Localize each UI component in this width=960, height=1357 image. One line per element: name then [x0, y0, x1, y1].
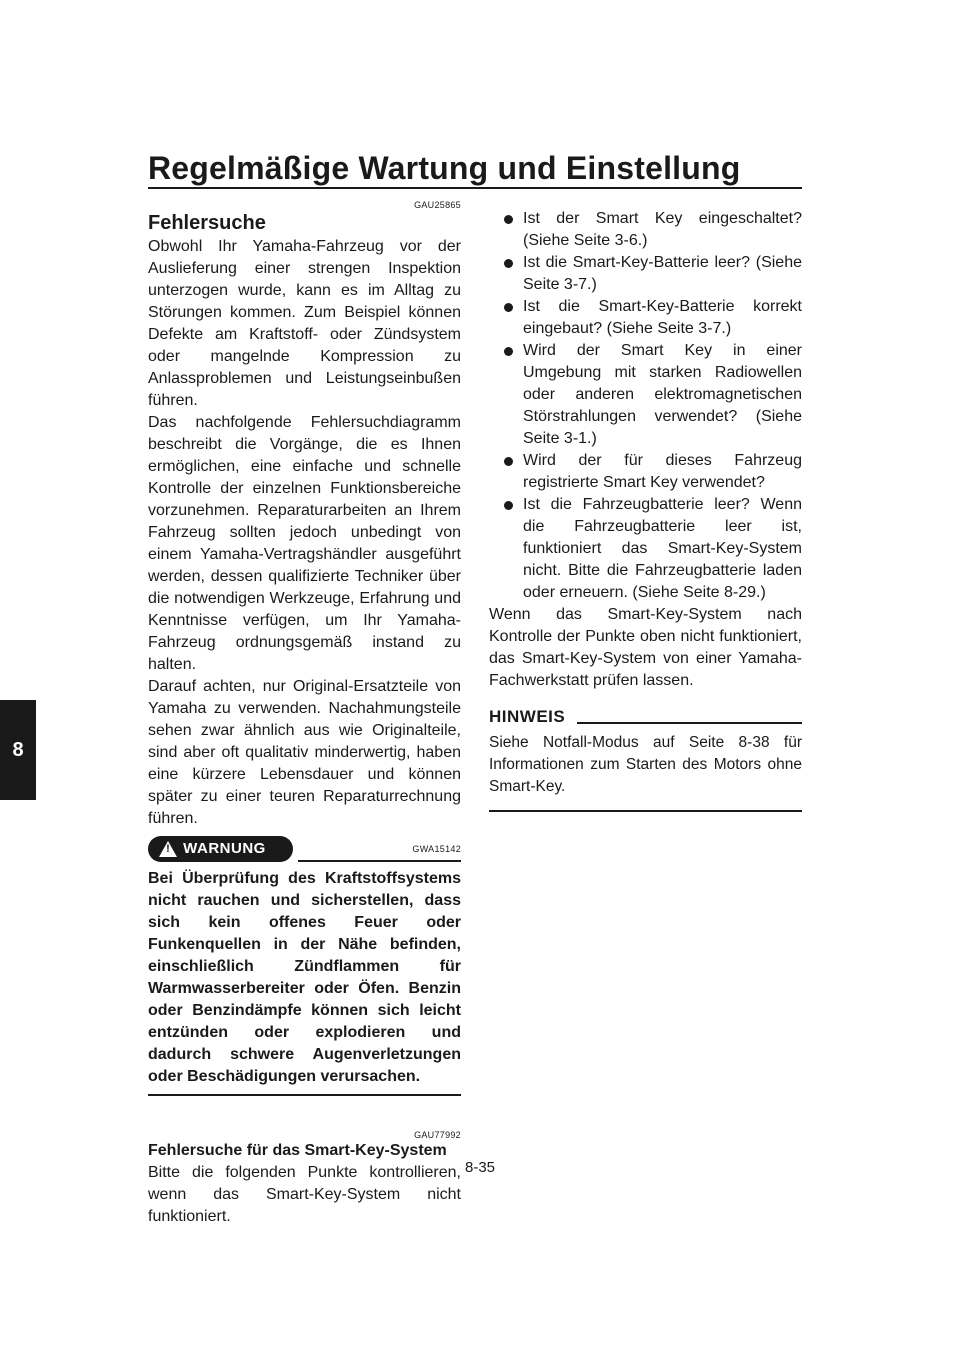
subsection-text: Bitte die folgenden Punkte kontrollieren…	[148, 1164, 461, 1225]
warning-code: GWA15142	[412, 844, 461, 854]
section-title: Fehlersuche	[148, 212, 266, 234]
checklist: Ist der Smart Key eingeschaltet? (Siehe …	[489, 208, 802, 604]
warning-text: Bei Überprüfung des Kraftstoffsystems ni…	[148, 870, 461, 1085]
bullet-icon	[504, 457, 513, 466]
subsection-title: Fehlersuche für das Smart-Key-System	[148, 1142, 447, 1159]
warning-triangle-icon: !	[159, 841, 178, 857]
note-title: HINWEIS	[489, 707, 566, 726]
list-item: Ist der Smart Key eingeschaltet? (Siehe …	[489, 208, 802, 252]
list-item: Ist die Fahrzeugbatterie leer? Wenn die …	[489, 494, 802, 604]
troubleshooting-paragraph: Das nachfolgende Fehlersuchdiagramm besc…	[148, 414, 461, 673]
warning-rule	[298, 860, 461, 862]
list-item: Ist die Smart-Key-Batterie leer? (Siehe …	[489, 252, 802, 296]
intro-paragraph: Obwohl Ihr Yamaha-Fahrzeug vor der Ausli…	[148, 238, 461, 409]
warning-label: WARNUNG	[183, 840, 266, 857]
list-item: Wird der für dieses Fahrzeug registriert…	[489, 450, 802, 494]
chapter-tab: 8	[0, 700, 36, 800]
right-column: Ist der Smart Key eingeschaltet? (Siehe …	[489, 208, 802, 812]
warning-badge: ! WARNUNG	[148, 836, 293, 862]
left-column: GAU25865 Fehlersuche Obwohl Ihr Yamaha-F…	[148, 200, 461, 1228]
note-header: HINWEIS	[489, 706, 802, 732]
note-bottom-rule	[489, 810, 802, 812]
warning-bottom-rule	[148, 1094, 461, 1096]
note-text: Siehe Notfall-Modus auf Seite 8-38 für I…	[489, 734, 802, 795]
followup-paragraph: Wenn das Smart-Key-System nach Kontrolle…	[489, 606, 802, 689]
warning-header: ! WARNUNG	[148, 836, 461, 866]
header-rule	[148, 187, 802, 189]
bullet-icon	[504, 215, 513, 224]
page-number: 8-35	[464, 1159, 496, 1176]
bullet-icon	[504, 347, 513, 356]
page-title: Regelmäßige Wartung und Einstellung	[148, 150, 741, 186]
subsection-code: GAU77992	[414, 1130, 461, 1140]
list-item: Wird der Smart Key in einer Umgebung mit…	[489, 340, 802, 450]
note-rule	[577, 722, 802, 724]
list-item: Ist die Smart-Key-Batterie korrekt einge…	[489, 296, 802, 340]
parts-paragraph: Darauf achten, nur Original-Ersatzteile …	[148, 678, 461, 827]
section-code: GAU25865	[414, 200, 461, 210]
bullet-icon	[504, 259, 513, 268]
bullet-icon	[504, 303, 513, 312]
bullet-icon	[504, 501, 513, 510]
